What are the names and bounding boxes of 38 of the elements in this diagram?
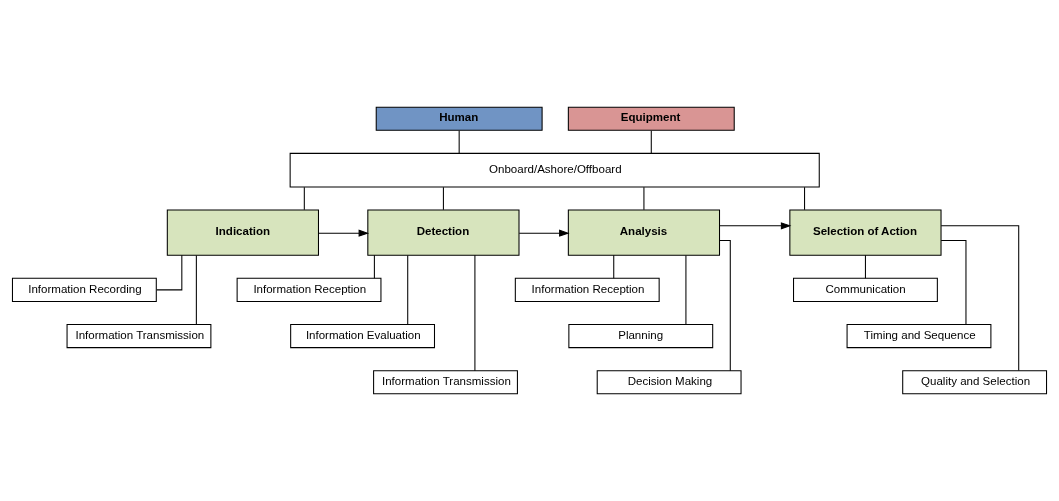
- node-box: Information Reception: [236, 277, 382, 302]
- node-box: Timing and Sequence: [846, 324, 992, 349]
- node-box: Detection: [367, 209, 520, 256]
- node-box: Information Transmission: [373, 370, 518, 395]
- connector: [685, 255, 687, 325]
- node-box: Information Recording: [11, 277, 157, 302]
- connector: [719, 240, 731, 372]
- node-box: Selection of Action: [789, 209, 942, 256]
- connector: [940, 225, 1020, 371]
- connector: [613, 254, 615, 279]
- node-box: Equipment: [567, 106, 735, 131]
- arrow: [318, 229, 370, 237]
- node-box: Decision Making: [596, 370, 742, 395]
- arrow: [518, 229, 570, 237]
- connector: [643, 186, 645, 211]
- connector: [195, 255, 197, 325]
- connector: [864, 254, 866, 279]
- node-box: Planning: [568, 324, 714, 349]
- connector: [940, 240, 967, 325]
- connector: [373, 254, 375, 279]
- node-box: Human: [375, 106, 543, 131]
- connector: [804, 186, 806, 211]
- connector: [474, 254, 476, 372]
- node-box: Indication: [166, 209, 319, 256]
- node-box: Analysis: [567, 209, 721, 256]
- connector: [303, 186, 305, 211]
- connector: [650, 130, 652, 154]
- node-box: Information Evaluation: [290, 324, 435, 349]
- node-box: Information Reception: [514, 277, 660, 302]
- connector: [458, 130, 460, 154]
- node-box: Quality and Selection: [902, 370, 1048, 395]
- node-box: Communication: [793, 277, 938, 302]
- connector: [442, 186, 444, 211]
- node-box: Information Transmission: [66, 324, 212, 349]
- connector: [407, 255, 409, 325]
- connector: [156, 254, 183, 291]
- node-box: Onboard/Ashore/Offboard: [289, 152, 820, 188]
- arrow: [719, 222, 792, 230]
